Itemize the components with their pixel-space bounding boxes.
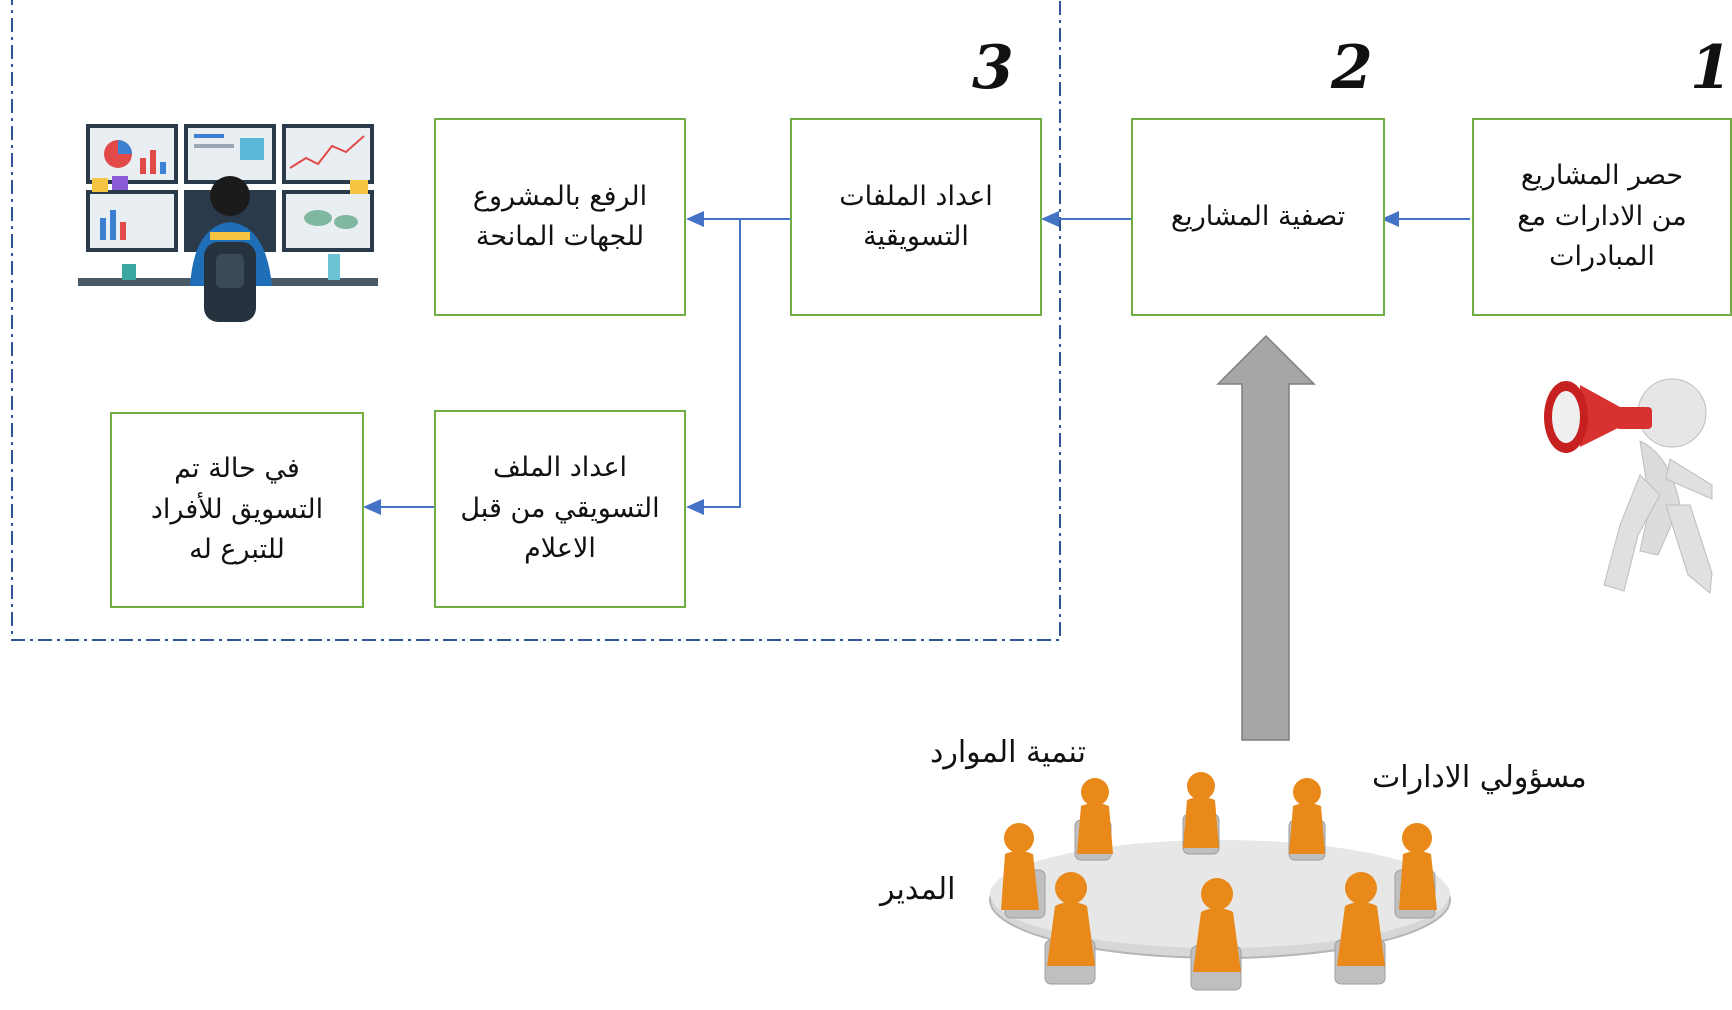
meeting-table-illustration (989, 772, 1451, 991)
label-department-officials: مسؤولي الادارات (1372, 760, 1587, 795)
media-file-box: اعداد الملف التسويقي من قبل الاعلام (434, 410, 686, 608)
label-resource-development: تنمية الموارد (930, 735, 1086, 770)
grantors-box: الرفع بالمشروع للجهات المانحة (434, 118, 686, 316)
step-number-1: 1 (1690, 33, 1732, 103)
step-number-3: 3 (972, 33, 1014, 103)
step1-box: حصر المشاريع من الادارات مع المبادرات (1472, 118, 1732, 316)
gray-up-arrow-shape (1216, 334, 1316, 741)
phase3-group-border (11, 0, 1061, 641)
figure-with-megaphone-illustration (1544, 378, 1713, 594)
connector-step3-to-media (686, 219, 741, 515)
step2-box: تصفية المشاريع (1131, 118, 1385, 316)
label-director: المدير (880, 872, 956, 907)
individuals-box: في حالة تم التسويق للأفراد للتبرع له (110, 412, 364, 608)
step3-box: اعداد الملفات التسويقية (790, 118, 1042, 316)
step-number-2: 2 (1331, 33, 1373, 103)
trader-at-monitors-illustration (78, 124, 378, 322)
